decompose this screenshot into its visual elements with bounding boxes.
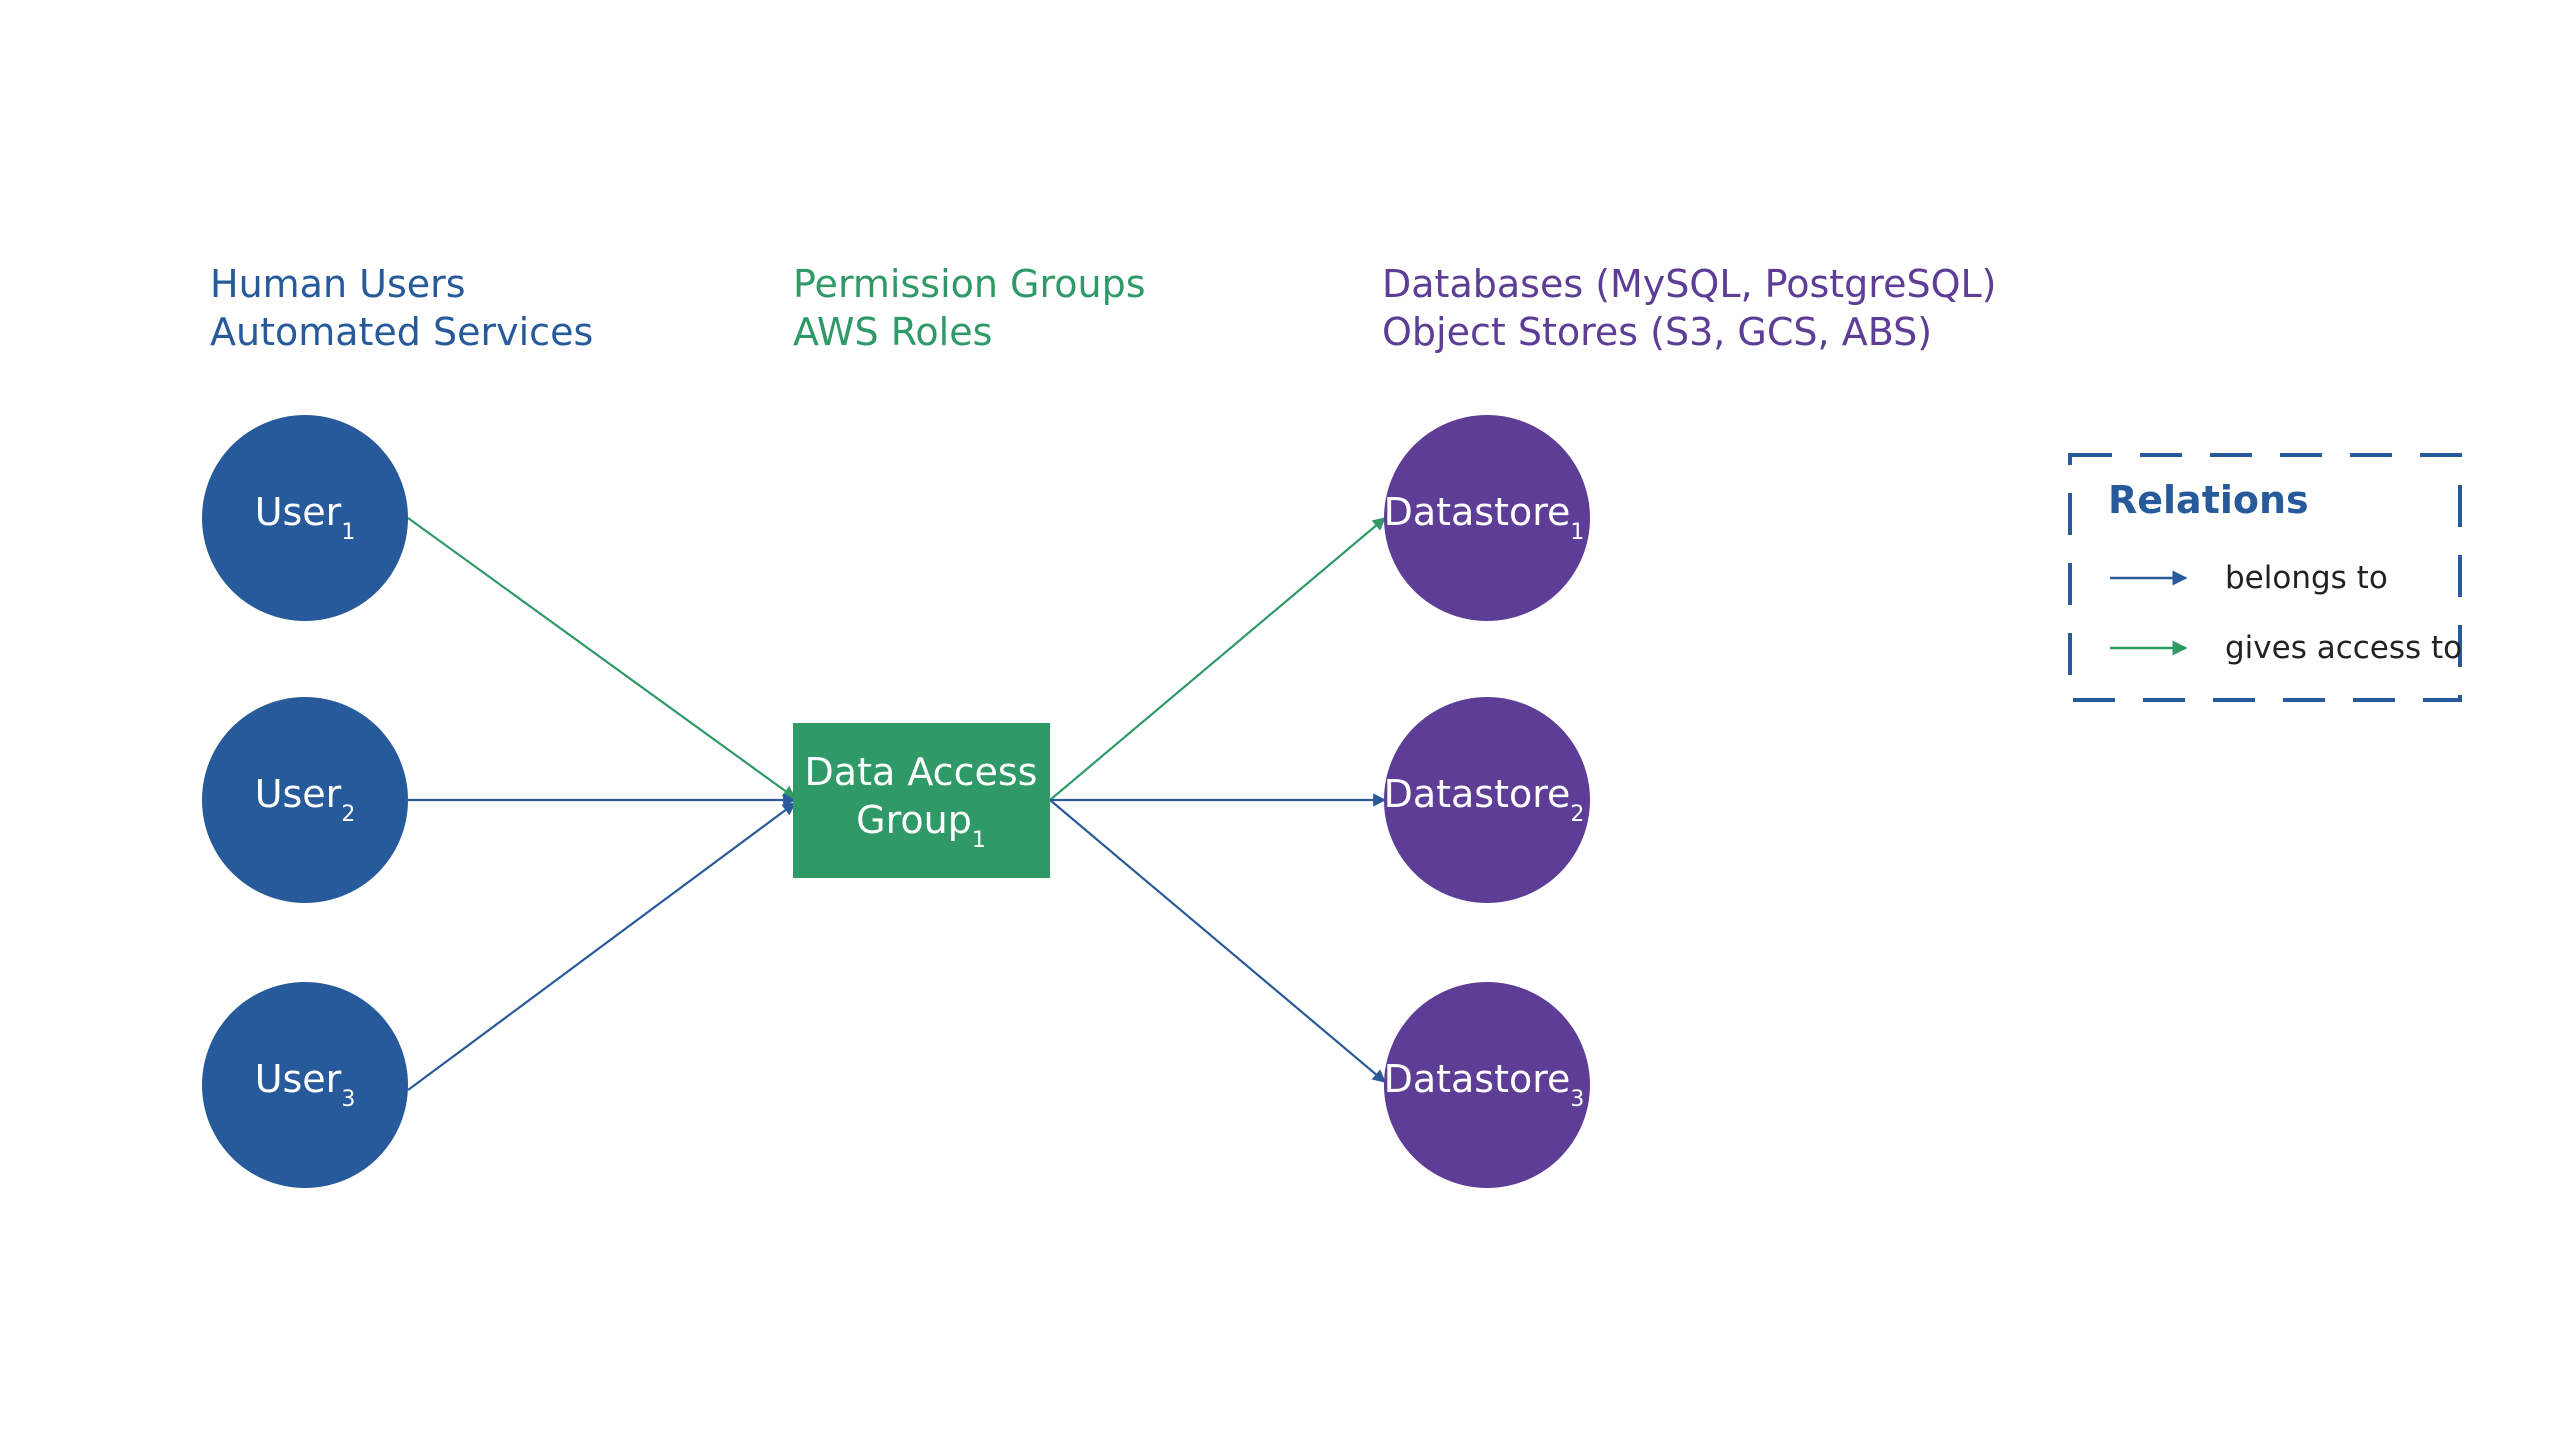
- users-header-line1: Human Users: [210, 262, 466, 306]
- edge-group-to-datastore1: [1049, 517, 1387, 801]
- users-header-line2: Automated Services: [210, 310, 594, 354]
- user-node-3: User3: [202, 982, 408, 1188]
- datastore-node-2: Datastore2: [1384, 697, 1590, 903]
- datastore-1-subscript: 1: [1570, 520, 1584, 545]
- legend-box: Relations belongs to gives access to: [2068, 453, 2462, 702]
- stores-header-line1: Databases (MySQL, PostgreSQL): [1382, 262, 1997, 306]
- legend-belongs-label: belongs to: [2225, 560, 2388, 596]
- datastore-node-3: Datastore3: [1384, 982, 1590, 1188]
- edge-group-to-datastore3: [1049, 799, 1387, 1083]
- user-3-label: User: [255, 1057, 342, 1101]
- svg-text:Datastore3: Datastore3: [1384, 1057, 1585, 1112]
- user-1-subscript: 1: [341, 520, 355, 545]
- datastore-node-1: Datastore1: [1384, 415, 1590, 621]
- group-label-line2: Group: [856, 798, 972, 842]
- edge-user3-to-group: [407, 802, 797, 1091]
- datastore-2-subscript: 2: [1570, 802, 1584, 827]
- groups-header-line1: Permission Groups: [793, 262, 1146, 306]
- edge-user1-to-group: [407, 517, 797, 799]
- groups-header-line2: AWS Roles: [793, 310, 993, 354]
- datastore-1-label: Datastore: [1384, 490, 1571, 534]
- svg-text:User3: User3: [255, 1057, 356, 1112]
- svg-text:Datastore2: Datastore2: [1384, 772, 1585, 827]
- group-label-line1: Data Access: [805, 750, 1038, 794]
- group-subscript: 1: [972, 828, 986, 853]
- datastore-3-subscript: 3: [1570, 1087, 1584, 1112]
- user-2-label: User: [255, 772, 342, 816]
- svg-text:User2: User2: [255, 772, 356, 827]
- user-node-2: User2: [202, 697, 408, 903]
- datastore-2-label: Datastore: [1384, 772, 1571, 816]
- datastore-3-label: Datastore: [1384, 1057, 1571, 1101]
- svg-text:Group1: Group1: [856, 798, 986, 853]
- svg-text:Datastore1: Datastore1: [1384, 490, 1585, 545]
- stores-header-line2: Object Stores (S3, GCS, ABS): [1382, 310, 1933, 354]
- data-access-group-node: Data Access Group1: [793, 723, 1050, 878]
- groups-column-header: Permission Groups AWS Roles: [793, 260, 1146, 356]
- stores-column-header: Databases (MySQL, PostgreSQL) Object Sto…: [1382, 260, 1996, 356]
- user-node-1: User1: [202, 415, 408, 621]
- user-3-subscript: 3: [341, 1087, 355, 1112]
- svg-text:User1: User1: [255, 490, 356, 545]
- user-1-label: User: [255, 490, 342, 534]
- user-2-subscript: 2: [341, 802, 355, 827]
- users-column-header: Human Users Automated Services: [210, 260, 593, 356]
- legend-title: Relations: [2108, 478, 2309, 522]
- legend-gives-label: gives access to: [2225, 630, 2462, 666]
